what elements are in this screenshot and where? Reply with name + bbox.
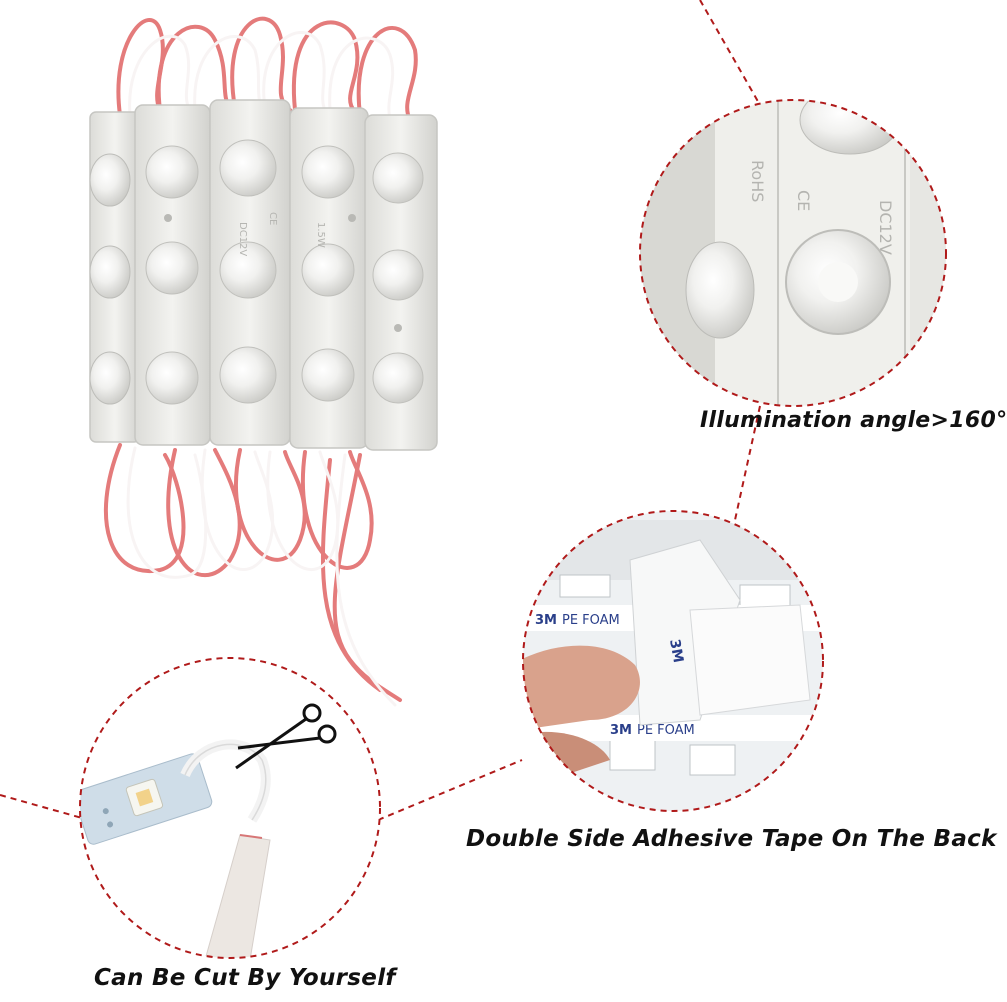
tape-brand-lower: 3M <box>610 723 632 738</box>
tape-brand-upper: 3M <box>535 613 557 628</box>
backing-brand-marking: 3M <box>666 638 686 664</box>
caption-illumination-angle: Illumination angle>160° <box>700 408 1007 433</box>
tape-type-lower: PE FOAM <box>637 723 695 738</box>
scissors-icon <box>235 703 337 770</box>
led-module-bundle: DC12V 1.5W CE <box>89 16 438 707</box>
tape-type-upper: PE FOAM <box>562 613 620 628</box>
dashed-connector-lines <box>0 0 761 821</box>
zoom-voltage-marking: DC12V <box>876 200 895 255</box>
zoom-circle-illumination: DC12V RoHS CE <box>639 99 947 407</box>
module-power-marking: 1.5W <box>315 222 326 248</box>
module-ce-marking: CE <box>267 212 278 225</box>
zoom-circle-adhesive: 3M PE FOAM 3M PE FOAM 3M <box>522 510 824 812</box>
zoom-circle-cut <box>79 657 381 959</box>
module-strips <box>89 99 438 451</box>
zoom-rohs-marking: RoHS <box>748 160 767 202</box>
caption-adhesive-tape: Double Side Adhesive Tape On The Back <box>466 826 997 852</box>
module-voltage-marking: DC12V <box>237 222 248 256</box>
caption-cut-yourself: Can Be Cut By Yourself <box>94 965 396 991</box>
zoom-ce-marking: CE <box>794 190 813 211</box>
